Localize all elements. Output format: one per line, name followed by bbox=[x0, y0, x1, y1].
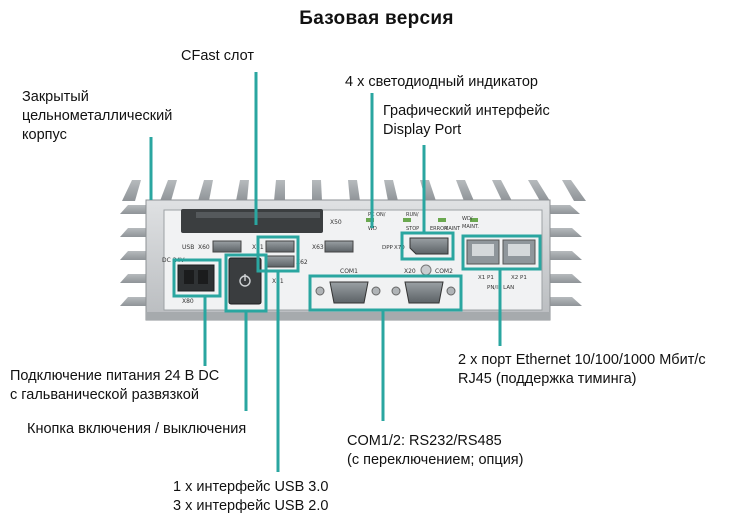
x1p1-silk: X1 P1 bbox=[478, 275, 494, 281]
cfast-label: CFast слот bbox=[181, 48, 254, 64]
usb-label: 1 x интерфейс USB 3.0 3 x интерфейс USB … bbox=[173, 478, 328, 516]
displayport-label-line: Графический интерфейс bbox=[383, 103, 550, 119]
housing-label-line: цельнометаллический bbox=[22, 108, 173, 124]
displayport-label-line: Display Port bbox=[383, 122, 462, 138]
x2p1-silk: X2 P1 bbox=[511, 275, 527, 281]
right-cooling-fins bbox=[548, 205, 582, 306]
pc-on-silk: PC ON/ bbox=[368, 212, 386, 218]
usb-label-line: 3 x интерфейс USB 2.0 bbox=[173, 498, 329, 514]
x20-silk: X20 bbox=[404, 268, 416, 275]
x70-silk: X70 bbox=[394, 245, 405, 251]
displayport-label: Графический интерфейс Display Port bbox=[383, 102, 550, 140]
maint-silk: MAINT bbox=[444, 226, 461, 232]
ethernet-label-line: RJ45 (поддержка тиминга) bbox=[458, 371, 637, 387]
leds-label: 4 x светодиодный индикатор bbox=[345, 74, 538, 90]
housing-label: Закрытый цельнометаллический корпус bbox=[22, 88, 172, 145]
com2-connector[interactable] bbox=[404, 281, 444, 304]
usb-port-x60[interactable] bbox=[212, 240, 242, 253]
dpp-silk: DPP bbox=[382, 245, 394, 251]
x63-silk: X63 bbox=[312, 244, 324, 251]
x60-silk: X60 bbox=[198, 244, 210, 251]
top-cooling-fins bbox=[122, 180, 586, 201]
usb-port-x62[interactable] bbox=[265, 255, 295, 268]
usb-silk: USB bbox=[182, 244, 194, 251]
housing-label-line: корпус bbox=[22, 127, 67, 143]
run-silk: RUN/ bbox=[406, 212, 419, 218]
com2-silk: COM2 bbox=[435, 268, 453, 275]
com-label-line: COM1/2: RS232/RS485 bbox=[347, 433, 502, 449]
power-label: Подключение питания 24 В DC с гальваниче… bbox=[10, 367, 219, 405]
housing-label-line: Закрытый bbox=[22, 89, 89, 105]
ethernet-label-line: 2 x порт Ethernet 10/100/1000 Мбит/с bbox=[458, 352, 706, 368]
com-label: COM1/2: RS232/RS485 (с переключением; оп… bbox=[347, 432, 524, 470]
left-cooling-fins bbox=[120, 205, 148, 306]
wd-silk: WD bbox=[368, 226, 377, 232]
power-label-line: с гальванической развязкой bbox=[10, 387, 199, 403]
x50-label: X50 bbox=[330, 219, 342, 226]
usb-label-line: 1 x интерфейс USB 3.0 bbox=[173, 479, 329, 495]
wd2-silk: WD/ bbox=[462, 216, 473, 222]
error-silk: ERROR bbox=[430, 226, 448, 232]
maint2-silk: MAINT. bbox=[462, 224, 479, 230]
x62-silk: X62 bbox=[296, 259, 308, 266]
com1-silk: COM1 bbox=[340, 268, 358, 275]
onoff-label: Кнопка включения / выключения bbox=[27, 421, 247, 437]
ethernet-label: 2 x порт Ethernet 10/100/1000 Мбит/с RJ4… bbox=[458, 351, 706, 389]
usb-port-x61[interactable] bbox=[265, 240, 295, 253]
com-label-line: (с переключением; опция) bbox=[347, 452, 524, 468]
usb-port-x63[interactable] bbox=[324, 240, 354, 253]
page-title: Базовая версия bbox=[299, 8, 454, 29]
x80-silk: X80 bbox=[182, 298, 194, 305]
led-indicators bbox=[366, 218, 478, 222]
displayport-connector[interactable] bbox=[409, 237, 449, 255]
power-connector[interactable] bbox=[177, 264, 215, 292]
stop-silk: STOP bbox=[406, 226, 419, 232]
callouts bbox=[149, 72, 542, 472]
com1-connector[interactable] bbox=[329, 281, 369, 304]
power-label-line: Подключение питания 24 В DC bbox=[10, 368, 220, 384]
